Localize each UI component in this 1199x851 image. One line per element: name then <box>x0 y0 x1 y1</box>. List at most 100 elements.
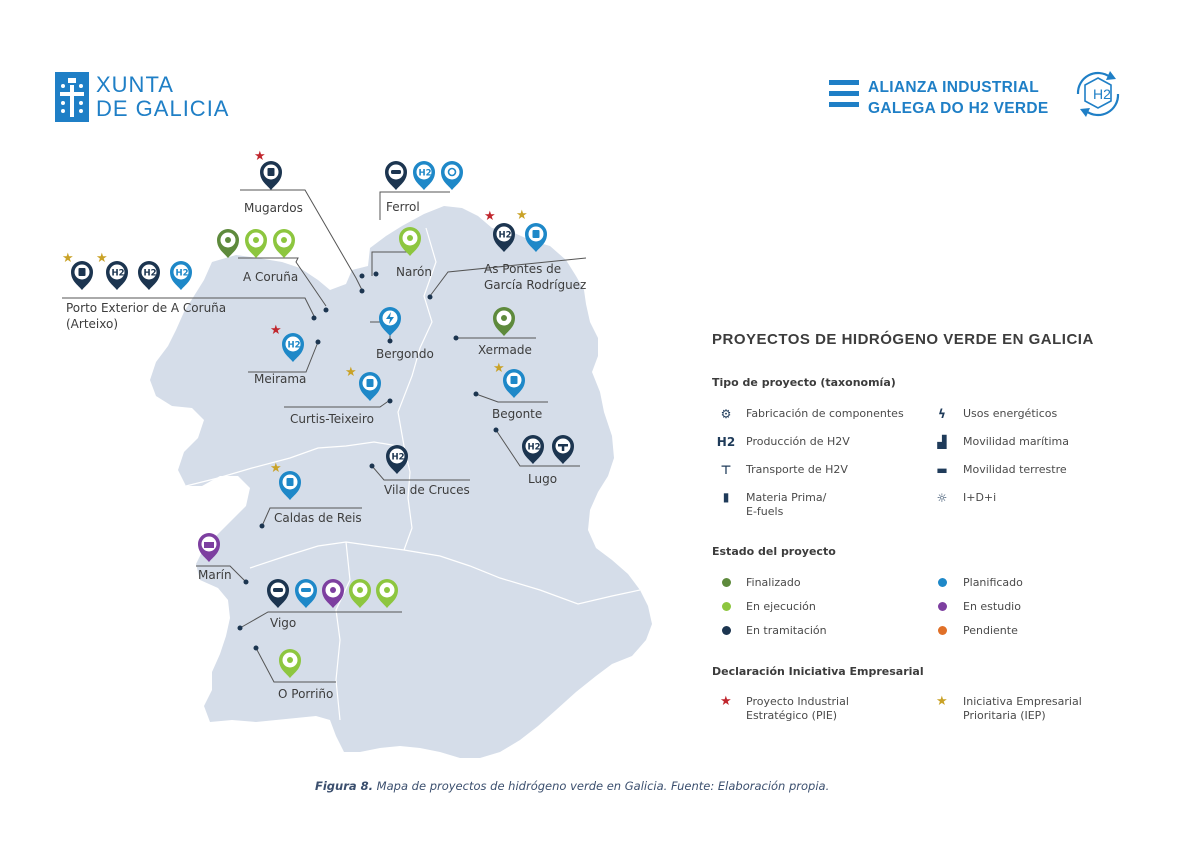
pin-marin-ship <box>198 533 220 562</box>
pin-porto-canister <box>71 261 93 290</box>
xunta-shield-logo <box>55 72 89 122</box>
place-lugo: Lugo <box>528 472 558 486</box>
star-iep-porto-1: ★ <box>62 251 74 266</box>
pin-curtis-canister <box>359 372 381 401</box>
dot-pendiente <box>938 626 947 635</box>
xunta-line-1: XUNTA <box>96 72 174 97</box>
pin-ferrol-gear <box>441 161 463 190</box>
place-porrino: O Porriño <box>278 687 334 701</box>
pin-naron-bulb <box>399 227 421 256</box>
star-iep-begonte: ★ <box>493 361 505 376</box>
h2-logo-text: H2 <box>1093 86 1111 102</box>
place-xermade: Xermade <box>478 343 532 357</box>
star-iep-curtis: ★ <box>345 365 357 380</box>
place-mugardos: Mugardos <box>244 201 303 215</box>
dot-en-tramitacion <box>722 626 731 635</box>
place-porto-2: (Arteixo) <box>66 317 119 331</box>
svg-text:H2: H2 <box>528 443 541 453</box>
bolt-icon: ϟ <box>938 407 946 421</box>
place-curtis: Curtis-Teixeiro <box>290 412 374 426</box>
alianza-logo-text: ALIANZA INDUSTRIAL GALEGA DO H2 VERDE <box>868 77 1049 119</box>
legend-tipo-fabricacion: Fabricación de componentes <box>746 407 904 420</box>
pin-porrino-bulb <box>279 649 301 678</box>
pin-caldas-canister <box>279 471 301 500</box>
pin-coruna-bulb-2 <box>245 229 267 258</box>
svg-text:H2: H2 <box>419 169 432 179</box>
faucet-icon: ⊤ <box>720 463 732 477</box>
province-boundaries <box>185 227 641 721</box>
pin-porto-h2-2: H2 <box>138 261 160 290</box>
legend-tipo-idi: I+D+i <box>963 491 997 504</box>
pin-coruna-bulb-1 <box>217 229 239 258</box>
alianza-line-1: ALIANZA INDUSTRIAL <box>868 79 1040 96</box>
legend-tipo-usos: Usos energéticos <box>963 407 1058 420</box>
legend-tipo-materia-2: E-fuels <box>746 505 784 518</box>
star-iep-caldas: ★ <box>270 461 282 476</box>
star-pie-icon: ★ <box>720 694 732 709</box>
legend-tipo-transporte: Transporte de H2V <box>746 463 848 476</box>
place-as-pontes-2: García Rodríguez <box>484 278 587 292</box>
pin-vigo-bulb-3 <box>376 579 398 608</box>
figure-caption: Figura 8. Mapa de proyectos de hidrógeno… <box>315 779 829 793</box>
ship-icon: ▟ <box>937 435 947 449</box>
pin-lugo-h2: H2 <box>522 435 544 464</box>
star-pie-aspontes: ★ <box>484 209 496 224</box>
alianza-line-2: GALEGA DO H2 VERDE <box>868 100 1049 117</box>
place-porto-1: Porto Exterior de A Coruña <box>66 301 227 315</box>
pins: H2 H2 H2 H2 H2 H2 H2 H2 <box>71 161 574 678</box>
star-iep-aspontes: ★ <box>516 208 528 223</box>
legend-iep-2: Prioritaria (IEP) <box>963 709 1046 722</box>
pin-ferrol-h2: H2 <box>413 161 435 190</box>
star-pie-meirama: ★ <box>270 323 282 338</box>
place-caldas: Caldas de Reis <box>274 511 362 525</box>
pin-bergondo-bolt <box>379 307 401 336</box>
pin-aspontes-h2: H2 <box>493 223 515 252</box>
caption-label: Figura 8. <box>315 779 374 793</box>
star-pie-mugardos: ★ <box>254 149 266 164</box>
xunta-logo-text: XUNTA DE GALICIA <box>96 73 229 121</box>
pin-ferrol-car <box>385 161 407 190</box>
car-icon: ▬ <box>936 463 948 477</box>
place-as-pontes-1: As Pontes de <box>484 262 562 276</box>
pin-porto-h2-3: H2 <box>170 261 192 290</box>
h2-cycle-logo: H2 <box>1076 71 1120 117</box>
pin-vigo-bulb-1 <box>322 579 344 608</box>
bulb-icon: ☼ <box>936 491 948 505</box>
legend-estado-planificado: Planificado <box>963 576 1023 589</box>
legend-section-tipo: Tipo de proyecto (taxonomía) <box>712 376 896 389</box>
location-dots <box>237 271 499 651</box>
legend-estado-pendiente: Pendiente <box>963 624 1018 637</box>
caption-text: Mapa de proyectos de hidrógeno verde en … <box>373 779 830 793</box>
dot-finalizado <box>722 578 731 587</box>
place-vigo: Vigo <box>270 616 297 630</box>
legend-estado-ejecucion: En ejecución <box>746 600 816 613</box>
xunta-line-2: DE GALICIA <box>96 96 230 121</box>
place-a-coruna: A Coruña <box>243 270 299 284</box>
place-meirama: Meirama <box>254 372 307 386</box>
place-naron: Narón <box>396 265 432 279</box>
canister-icon: ▮ <box>722 490 730 504</box>
svg-text:H2: H2 <box>144 269 157 279</box>
pin-mugardos-canister <box>260 161 282 190</box>
star-iep-icon: ★ <box>936 694 948 709</box>
svg-text:H2: H2 <box>499 231 512 241</box>
svg-text:H2: H2 <box>288 341 301 351</box>
place-vila-de-cruces: Vila de Cruces <box>384 483 470 497</box>
legend-estado-tramitacion: En tramitación <box>746 624 827 637</box>
dot-en-ejecucion <box>722 602 731 611</box>
leader-lines <box>62 189 587 683</box>
dot-en-estudio <box>938 602 947 611</box>
legend-title: PROYECTOS DE HIDRÓGENO VERDE EN GALICIA <box>712 331 1094 348</box>
legend-tipo-terrestre: Movilidad terrestre <box>963 463 1067 476</box>
galicia-landmass <box>150 206 652 758</box>
menu-bars-icon <box>829 80 859 107</box>
place-begonte: Begonte <box>492 407 543 421</box>
dot-planificado <box>938 578 947 587</box>
legend-section-estado: Estado del proyecto <box>712 545 836 558</box>
pin-begonte-canister <box>503 369 525 398</box>
pin-vigo-bulb-2 <box>349 579 371 608</box>
legend-estado-estudio: En estudio <box>963 600 1021 613</box>
legend-pie-1: Proyecto Industrial <box>746 695 849 708</box>
legend-tipo-materia-1: Materia Prima/ <box>746 491 827 504</box>
